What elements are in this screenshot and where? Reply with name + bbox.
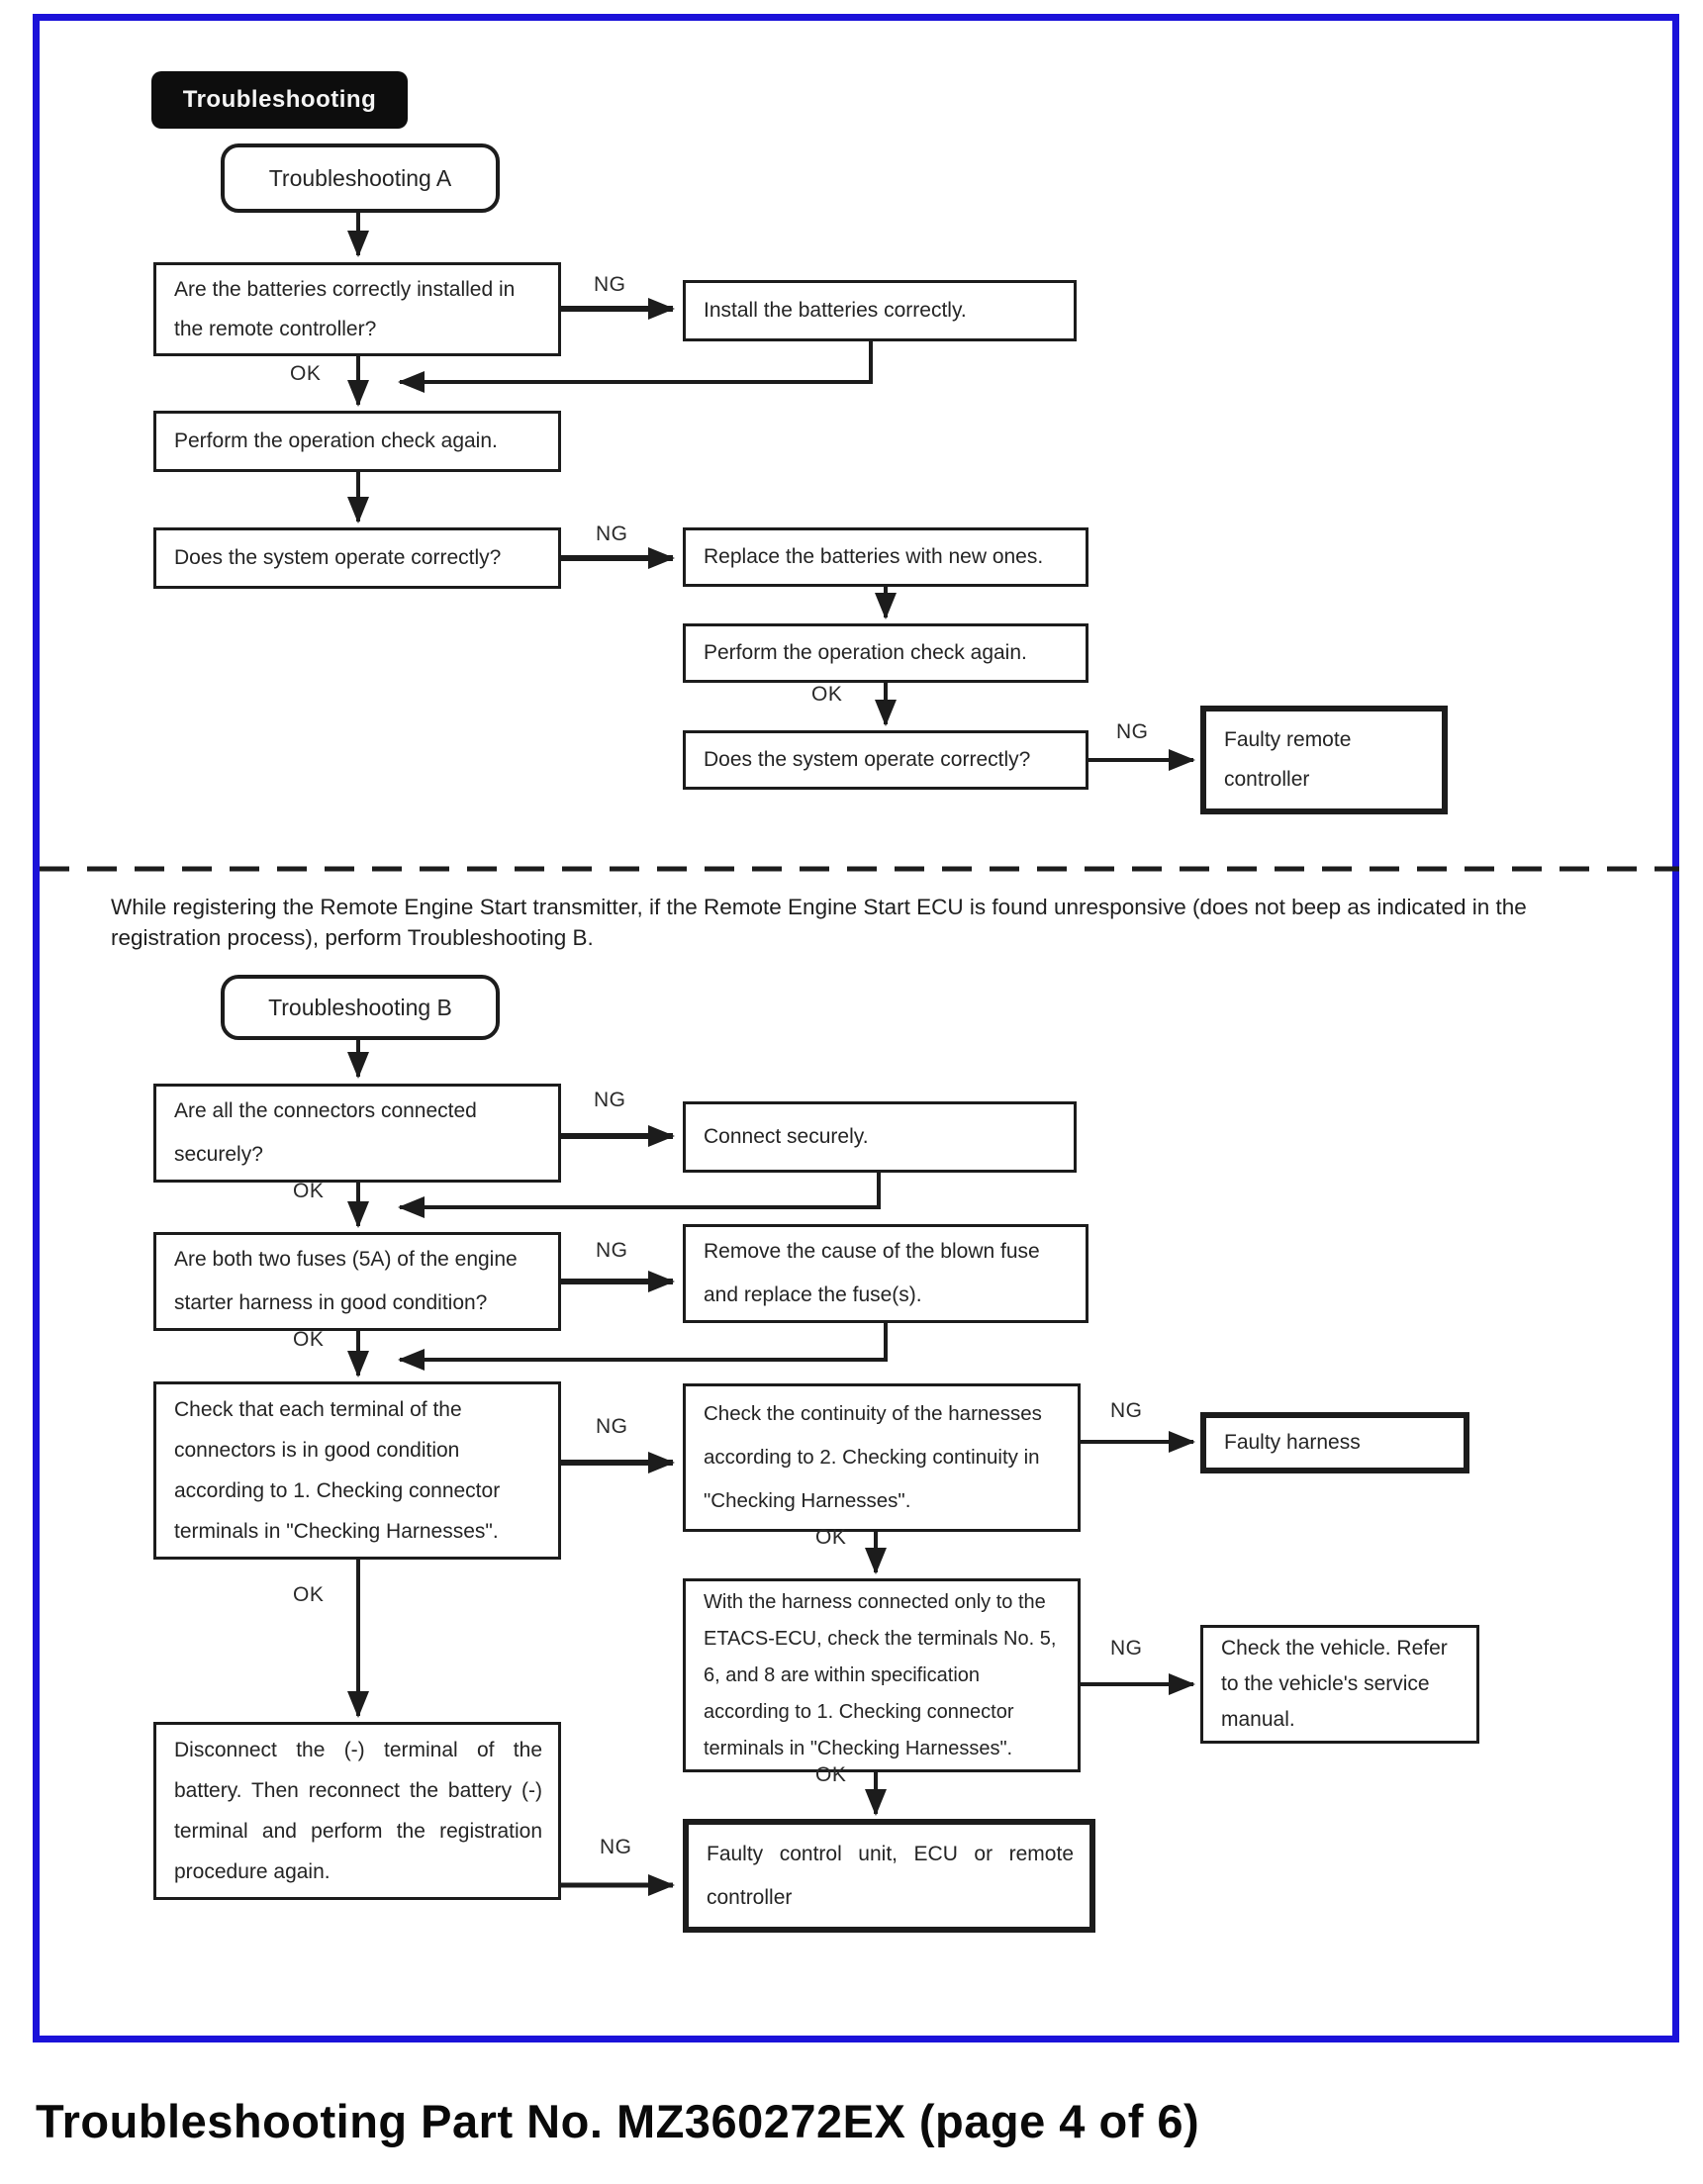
node-connect-securely: Connect securely. xyxy=(683,1101,1077,1173)
node-faulty-control-unit: Faulty control unit, ECU or remote contr… xyxy=(683,1819,1095,1933)
ng-label-q3: NG xyxy=(1116,720,1149,743)
ok-label-perform2: OK xyxy=(811,683,843,706)
node-perform-check-1: Perform the operation check again. xyxy=(153,411,561,472)
node-faulty-harness: Faulty harness xyxy=(1200,1412,1469,1473)
ok-label-b1: OK xyxy=(293,1180,325,1202)
node-q-connectors: Are all the connectors connected securel… xyxy=(153,1084,561,1183)
node-check-continuity: Check the continuity of the harnesses ac… xyxy=(683,1383,1081,1532)
node-start-a: Troubleshooting A xyxy=(221,143,500,213)
section-b-note: While registering the Remote Engine Star… xyxy=(111,895,1527,950)
node-perform-check-2: Perform the operation check again. xyxy=(683,623,1088,683)
node-faulty-remote-controller: Faulty remote controller xyxy=(1200,706,1448,814)
ok-label-q1: OK xyxy=(290,362,322,385)
node-install-batteries: Install the batteries correctly. xyxy=(683,280,1077,341)
node-replace-batteries: Replace the batteries with new ones. xyxy=(683,527,1088,587)
ng-label-continuity: NG xyxy=(1110,1399,1143,1422)
node-start-b: Troubleshooting B xyxy=(221,975,500,1040)
node-q-batteries-installed: Are the batteries correctly installed in… xyxy=(153,262,561,356)
ok-label-continuity: OK xyxy=(815,1526,847,1549)
node-q-fuses: Are both two fuses (5A) of the engine st… xyxy=(153,1232,561,1331)
ng-label-b3: NG xyxy=(596,1415,628,1438)
ok-label-b2: OK xyxy=(293,1328,325,1351)
ng-label-b1: NG xyxy=(594,1089,626,1111)
ng-label-q2: NG xyxy=(596,522,628,545)
node-q-system-operate-1: Does the system operate correctly? xyxy=(153,527,561,589)
ng-label-etacs: NG xyxy=(1110,1637,1143,1660)
ok-label-b3: OK xyxy=(293,1583,325,1606)
ok-label-etacs: OK xyxy=(815,1763,847,1786)
ng-label-q1: NG xyxy=(594,273,626,296)
ng-label-b2: NG xyxy=(596,1239,628,1262)
node-check-vehicle: Check the vehicle. Refer to the vehicle'… xyxy=(1200,1625,1479,1744)
node-disconnect-battery: Disconnect the (-) terminal of the batte… xyxy=(153,1722,561,1900)
node-check-terminals: Check that each terminal of the connecto… xyxy=(153,1381,561,1560)
node-remove-blown-fuse: Remove the cause of the blown fuse and r… xyxy=(683,1224,1088,1323)
ng-label-disconnect: NG xyxy=(600,1836,632,1858)
node-q-system-operate-2: Does the system operate correctly? xyxy=(683,730,1088,790)
page-caption: Troubleshooting Part No. MZ360272EX (pag… xyxy=(36,2095,1200,2147)
node-check-etacs: With the harness connected only to the E… xyxy=(683,1578,1081,1772)
troubleshooting-badge: Troubleshooting xyxy=(151,71,408,129)
